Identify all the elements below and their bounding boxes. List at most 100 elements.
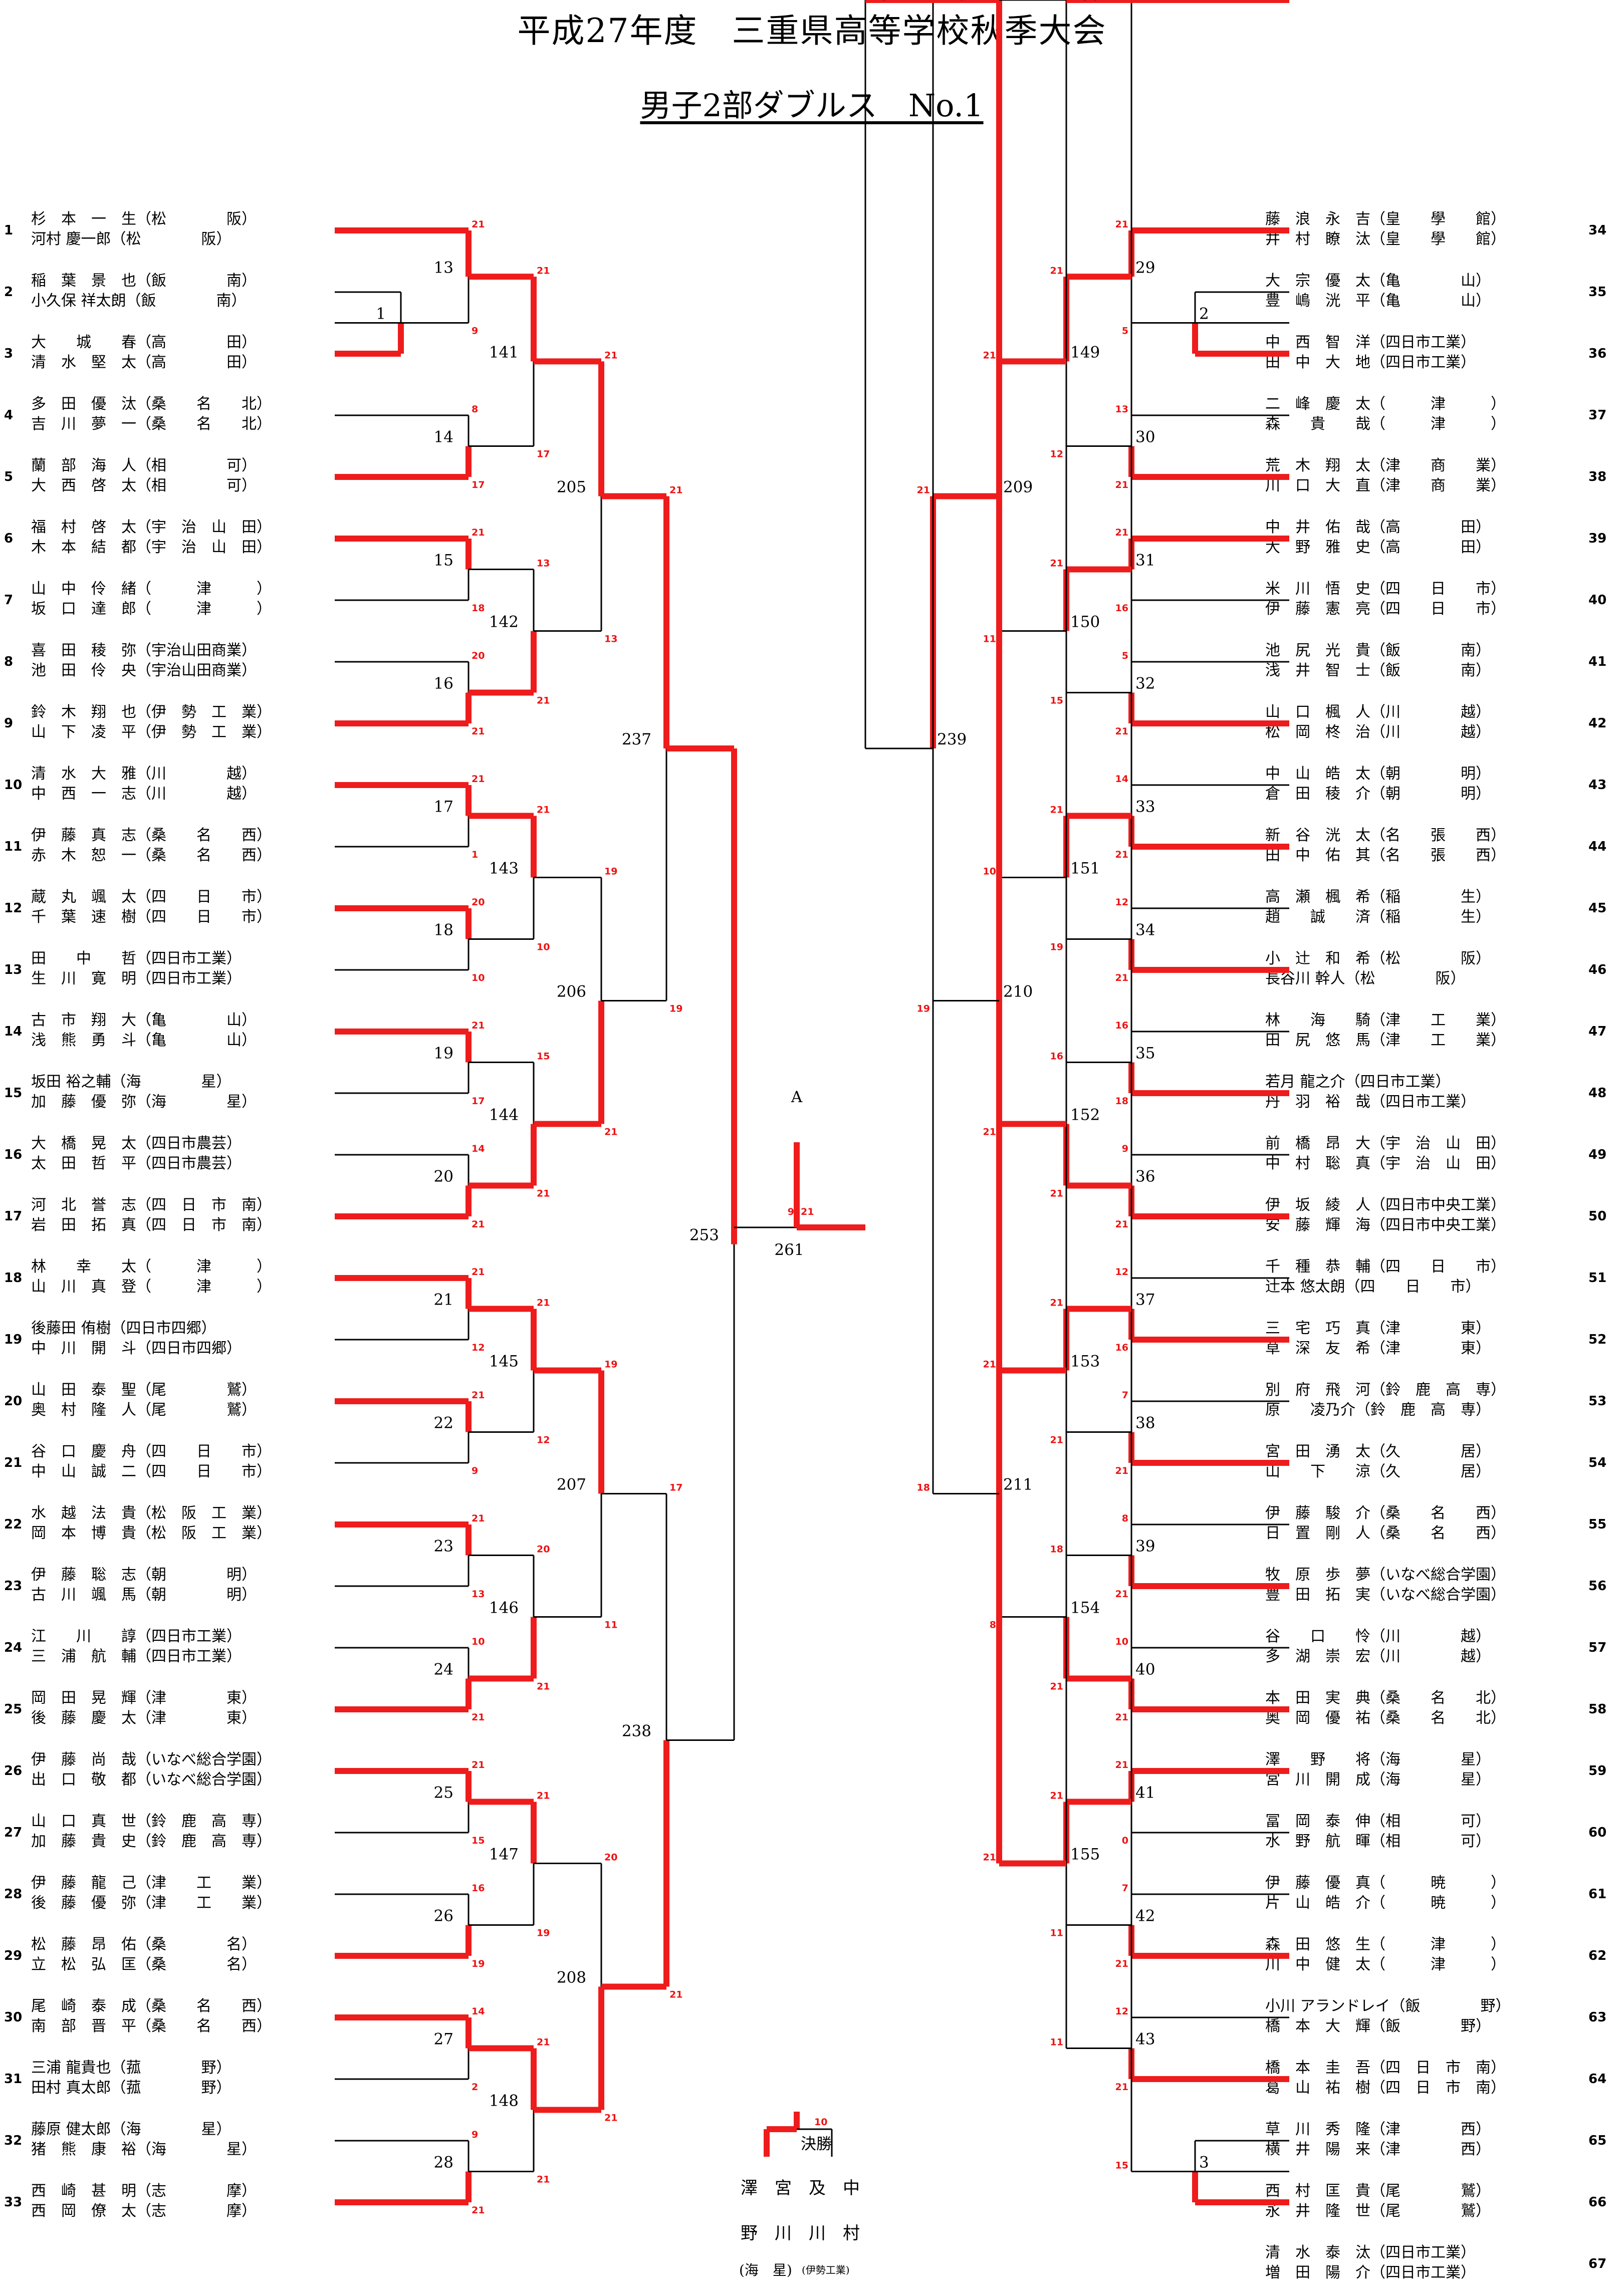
match-number: 23	[434, 1538, 453, 1556]
score-label: 21	[604, 2113, 617, 2124]
player-name: 伊 坂 綾 人（四日市中央工業）	[1265, 1196, 1506, 1214]
match-number: 22	[434, 1414, 453, 1432]
score-label: 21	[669, 1989, 682, 2000]
player-name: 千 葉 速 樹（四 日 市）	[31, 908, 272, 926]
entry-number: 32	[4, 2133, 23, 2148]
score-label: 19	[1050, 942, 1063, 953]
player-name: 加 藤 貴 史（鈴 鹿 高 専）	[31, 1833, 272, 1850]
match-number: 15	[434, 552, 453, 570]
score-label: 18	[917, 1482, 930, 1493]
player-name: 山 中 伶 緒（ 津 ）	[31, 580, 272, 598]
score-label: 10	[1115, 1636, 1128, 1647]
player-name: 伊 藤 憲 亮（四 日 市）	[1265, 600, 1506, 618]
match-number: 155	[1070, 1846, 1100, 1864]
player-name: 小久保 祥太朗（飯 南）	[31, 292, 247, 310]
score-label: 17	[472, 1096, 485, 1107]
entry-number: 25	[4, 1702, 23, 1717]
match-number: 13	[434, 259, 453, 277]
entry-number: 12	[4, 901, 23, 916]
player-name: 二 峰 慶 太（ 津 ）	[1265, 395, 1506, 413]
player-name: 大 西 啓 太（相 可）	[31, 477, 257, 494]
match-number: 145	[489, 1353, 519, 1371]
player-name: 中 西 智 洋（四日市工業）	[1265, 334, 1476, 351]
score-label: 16	[1115, 603, 1128, 614]
match-number: 211	[1003, 1476, 1033, 1494]
entry-number: 18	[4, 1270, 23, 1286]
player-name: 猪 熊 康 裕（海 星）	[31, 2141, 257, 2158]
player-name: 伊 藤 駿 介（桑 名 西）	[1265, 1504, 1506, 1522]
player-name: 荒 木 翔 太（津 商 業）	[1265, 457, 1506, 474]
player-name: 福 村 啓 太（宇 治 山 田）	[31, 519, 272, 536]
match-number: 141	[489, 343, 519, 361]
entry-number: 45	[1588, 901, 1607, 916]
player-name: 木 本 結 都（宇 治 山 田）	[31, 539, 272, 556]
score-label: 11	[983, 634, 996, 645]
player-name: 豊 嶋 洸 平（亀 山）	[1265, 292, 1491, 310]
score-label: 21	[1050, 0, 1063, 3]
player-name: 藤原 健太郎（海 星）	[31, 2121, 231, 2138]
entry-number: 57	[1588, 1640, 1607, 1655]
player-name: 片 山 皓 介（ 暁 ）	[1265, 1894, 1506, 1912]
score-label: 21	[1050, 265, 1063, 276]
score-label: 21	[537, 1681, 550, 1692]
score-label: 21	[472, 726, 485, 737]
match-number: 17	[434, 798, 453, 816]
match-number: 30	[1135, 428, 1155, 446]
score-label: 21	[1115, 1589, 1128, 1600]
score-label: 21	[1115, 1759, 1128, 1770]
score-label: 1	[472, 849, 478, 860]
player-name: 増 田 陽 介（四日市工業）	[1265, 2264, 1476, 2281]
score-label: 21	[1115, 1219, 1128, 1230]
score-label: 21	[1050, 1681, 1063, 1692]
match-number: 14	[434, 428, 453, 446]
match-number: 149	[1070, 343, 1100, 361]
score-label: 8	[990, 1620, 996, 1631]
score-label: 21	[1115, 972, 1128, 983]
entry-number: 42	[1588, 716, 1607, 731]
match-number: 35	[1135, 1045, 1155, 1063]
player-name: 森 田 悠 生（ 津 ）	[1265, 1936, 1506, 1953]
entry-number: 56	[1588, 1579, 1607, 1594]
entry-number: 43	[1588, 778, 1607, 793]
player-name: 鈴 木 翔 也（伊 勢 工 業）	[31, 703, 272, 721]
score-label: 21	[917, 484, 930, 495]
player-name: 藤 浪 永 吉（皇 學 館）	[1265, 210, 1506, 228]
player-name: 山 田 泰 聖（尾 鷲）	[31, 1381, 257, 1399]
score-label: 13	[604, 634, 617, 645]
player-name: 加 藤 優 弥（海 星）	[31, 1093, 257, 1111]
score-label: 21	[1050, 805, 1063, 816]
score-label: 10	[983, 866, 996, 877]
score-label: 16	[1115, 1342, 1128, 1353]
score-label: 21	[537, 805, 550, 816]
match-number: 24	[434, 1661, 453, 1679]
match-number: 21	[434, 1291, 453, 1309]
score-label: 21	[472, 1759, 485, 1770]
entry-number: 36	[1588, 346, 1607, 361]
match-number: 210	[1003, 983, 1033, 1001]
player-name: 横 井 陽 来（津 西）	[1265, 2141, 1491, 2158]
entry-number: 47	[1588, 1024, 1607, 1039]
player-name: 宮 川 開 成（海 星）	[1265, 1771, 1491, 1789]
entry-number: 62	[1588, 1948, 1607, 1963]
score-label: 21	[604, 1127, 617, 1138]
player-name: 後 藤 慶 太（津 東）	[31, 1709, 257, 1727]
match-number: 18	[434, 921, 453, 939]
player-name: 西 崎 甚 明（志 摩）	[31, 2182, 257, 2200]
score-label: 9	[788, 1206, 794, 1217]
score-label: 10	[537, 942, 550, 953]
player-name: 大 城 春（高 田）	[31, 334, 257, 351]
match-number: 151	[1070, 860, 1100, 878]
score-label: 21	[472, 1266, 485, 1278]
score-label: 17	[537, 449, 550, 460]
player-name: 山 口 真 世（鈴 鹿 高 専）	[31, 1813, 272, 1830]
score-label: 21	[983, 350, 996, 361]
player-name: 小川 アランドレイ（飯 野）	[1265, 1997, 1511, 2015]
match-number: 25	[434, 1784, 453, 1802]
player-name: 本 田 実 典（桑 名 北）	[1265, 1689, 1506, 1707]
entry-number: 15	[4, 1086, 23, 1101]
entry-number: 40	[1588, 593, 1607, 608]
match-number: 33	[1135, 798, 1155, 816]
entry-number: 14	[4, 1024, 23, 1039]
score-label: 21	[1115, 219, 1128, 230]
